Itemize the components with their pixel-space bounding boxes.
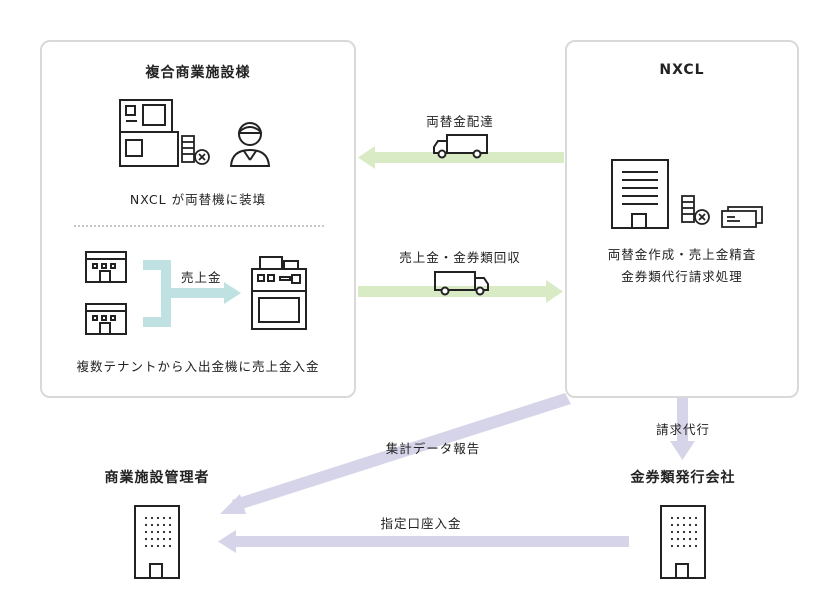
coins-icon <box>681 195 710 225</box>
facility-title: 複合商業施設様 <box>145 65 251 81</box>
collection-truck-icon <box>434 271 489 296</box>
edge-label-sales-deposit: 売上金 <box>181 270 222 285</box>
edge-label-collection: 売上金・金券類回収 <box>399 250 521 265</box>
arrow-aggregate-report <box>220 393 571 514</box>
staff-person-icon <box>229 122 271 167</box>
tenant-store-icon <box>85 303 127 335</box>
arrow-designated-deposit <box>218 530 629 553</box>
edge-label-aggregate-report: 集計データ報告 <box>385 441 481 456</box>
facility-caption-top: NXCL が両替機に装填 <box>129 192 267 207</box>
edge-label-billing-agency: 請求代行 <box>655 422 711 437</box>
facility-box <box>40 40 356 398</box>
tenant-store-icon <box>85 251 127 283</box>
separator-dotted <box>74 225 324 227</box>
edge-label-exchange-delivery: 両替金配達 <box>426 114 494 129</box>
coins-icon <box>181 135 210 165</box>
arrow-sales-deposit <box>143 260 241 327</box>
vouchers-icon <box>721 206 763 228</box>
facility-caption-bottom: 複数テナントから入出金機に売上金入金 <box>76 359 320 374</box>
arrow-exchange-delivery <box>358 146 564 169</box>
nxcl-desc-line2: 金券類代行請求処理 <box>621 269 743 284</box>
nxcl-title: NXCL <box>659 62 705 78</box>
manager-title: 商業施設管理者 <box>104 470 210 486</box>
edge-label-designated-deposit: 指定口座入金 <box>380 516 462 531</box>
issuer-building-icon <box>660 505 706 579</box>
arrow-billing-agency <box>670 398 695 460</box>
deposit-machine-icon <box>251 256 307 330</box>
issuer-title: 金券類発行会社 <box>630 470 736 486</box>
exchange-machine-icon <box>119 99 179 167</box>
nxcl-desc-line1: 両替金作成・売上金精査 <box>607 247 757 262</box>
delivery-truck-icon <box>433 134 488 159</box>
arrow-collection <box>358 280 563 303</box>
office-building-icon <box>611 159 669 229</box>
manager-building-icon <box>134 505 180 579</box>
